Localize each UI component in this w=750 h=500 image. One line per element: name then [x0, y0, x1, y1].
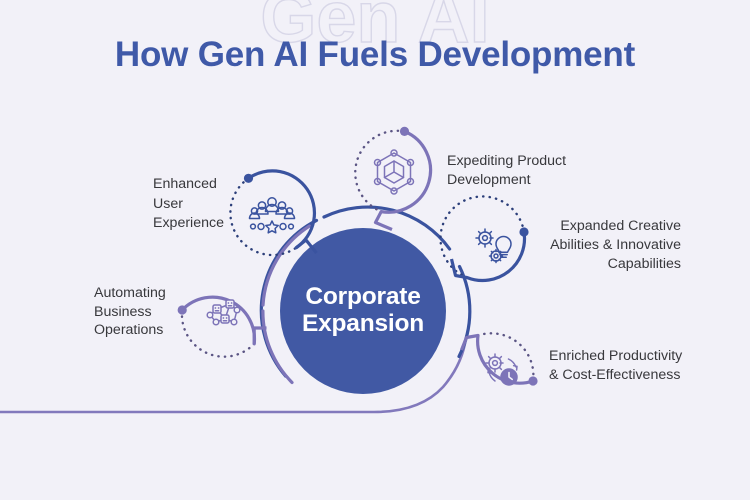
node-solid-arc-gears — [465, 230, 527, 283]
node-dotted-arc-cube — [354, 129, 406, 213]
label-expediting-product-development: Expediting Product Development — [447, 153, 566, 188]
label-line: Capabilities — [608, 256, 681, 272]
label-line: Expediting Product — [447, 153, 566, 169]
node-terminal-dot-cube — [399, 126, 410, 136]
node-stub-network — [252, 326, 267, 344]
center-circle — [280, 228, 446, 394]
node-expediting-product-development[interactable] — [354, 126, 433, 231]
label-line: Enhanced — [153, 176, 217, 192]
label-line: Business — [94, 304, 152, 320]
node-terminal-dot-users — [243, 173, 254, 183]
node-expanded-creative-abilities[interactable] — [439, 195, 529, 283]
watermark-text: Gen AI — [260, 0, 489, 58]
node-enriched-productivity[interactable] — [460, 332, 538, 386]
label-expanded-creative-abilities: Expanded Creative Abilities & Innovative… — [550, 218, 681, 272]
node-solid-arc-users — [246, 169, 317, 250]
node-automating-business-operations[interactable] — [177, 295, 267, 358]
node-dotted-arc-gears — [439, 195, 526, 279]
node-terminal-dot-network — [177, 305, 187, 315]
node-solid-arc-cube — [379, 129, 433, 214]
label-line: Experience — [153, 215, 224, 231]
node-enhanced-user-experience[interactable] — [229, 169, 318, 257]
node-stub-cube — [373, 210, 393, 231]
label-automating-business-operations: Automating Business Operations — [94, 285, 166, 338]
label-line: User — [153, 196, 183, 212]
center-label-line2: Expansion — [302, 310, 424, 337]
ring-arc-top — [322, 205, 452, 251]
label-enriched-productivity: Enriched Productivity & Cost-Effectivene… — [549, 348, 683, 383]
label-line: Expanded Creative — [560, 218, 681, 234]
label-line: Automating — [94, 285, 166, 301]
node-dotted-arc-network — [180, 308, 256, 358]
node-stub-clock — [460, 333, 479, 351]
label-line: Development — [447, 172, 531, 188]
node-terminal-dot-gears — [519, 227, 529, 237]
node-dotted-arc-users — [229, 177, 298, 257]
ring-arc-lower-left — [261, 309, 294, 385]
label-line: Enriched Productivity — [549, 348, 683, 364]
node-solid-arc-clock — [476, 333, 535, 385]
label-line: Operations — [94, 322, 163, 338]
baseline-sweep — [0, 337, 468, 414]
node-stub-users — [295, 238, 318, 255]
label-line: & Cost-Effectiveness — [549, 367, 680, 383]
gear-clock-icon — [485, 353, 518, 386]
ring-arc-purple-left — [261, 224, 312, 307]
label-line: Abilities & Innovative — [550, 237, 681, 253]
page-title: How Gen AI Fuels Development — [115, 35, 636, 74]
users-group-stars-icon — [248, 197, 296, 234]
center-label-line1: Corporate — [305, 283, 420, 310]
label-enhanced-user-experience: Enhanced User Experience — [153, 176, 224, 231]
node-stub-gears — [449, 258, 468, 280]
gears-lightbulb-icon — [475, 228, 512, 264]
node-terminal-dot-clock — [528, 376, 538, 386]
network-nodes-icon — [206, 299, 241, 326]
cube-network-icon — [373, 149, 415, 195]
